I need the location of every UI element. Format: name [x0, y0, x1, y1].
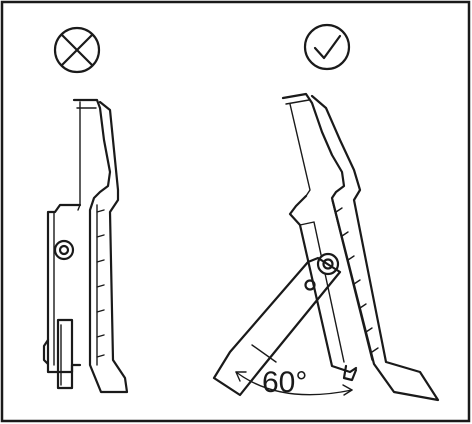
angle-label: 60° [262, 366, 307, 399]
angle-arc-indicator [235, 371, 353, 396]
cross-circle-icon [53, 26, 101, 74]
floodlight-flat-illustration [42, 98, 129, 394]
check-circle-icon [303, 23, 351, 71]
floodlight-tilted-illustration [212, 92, 440, 402]
